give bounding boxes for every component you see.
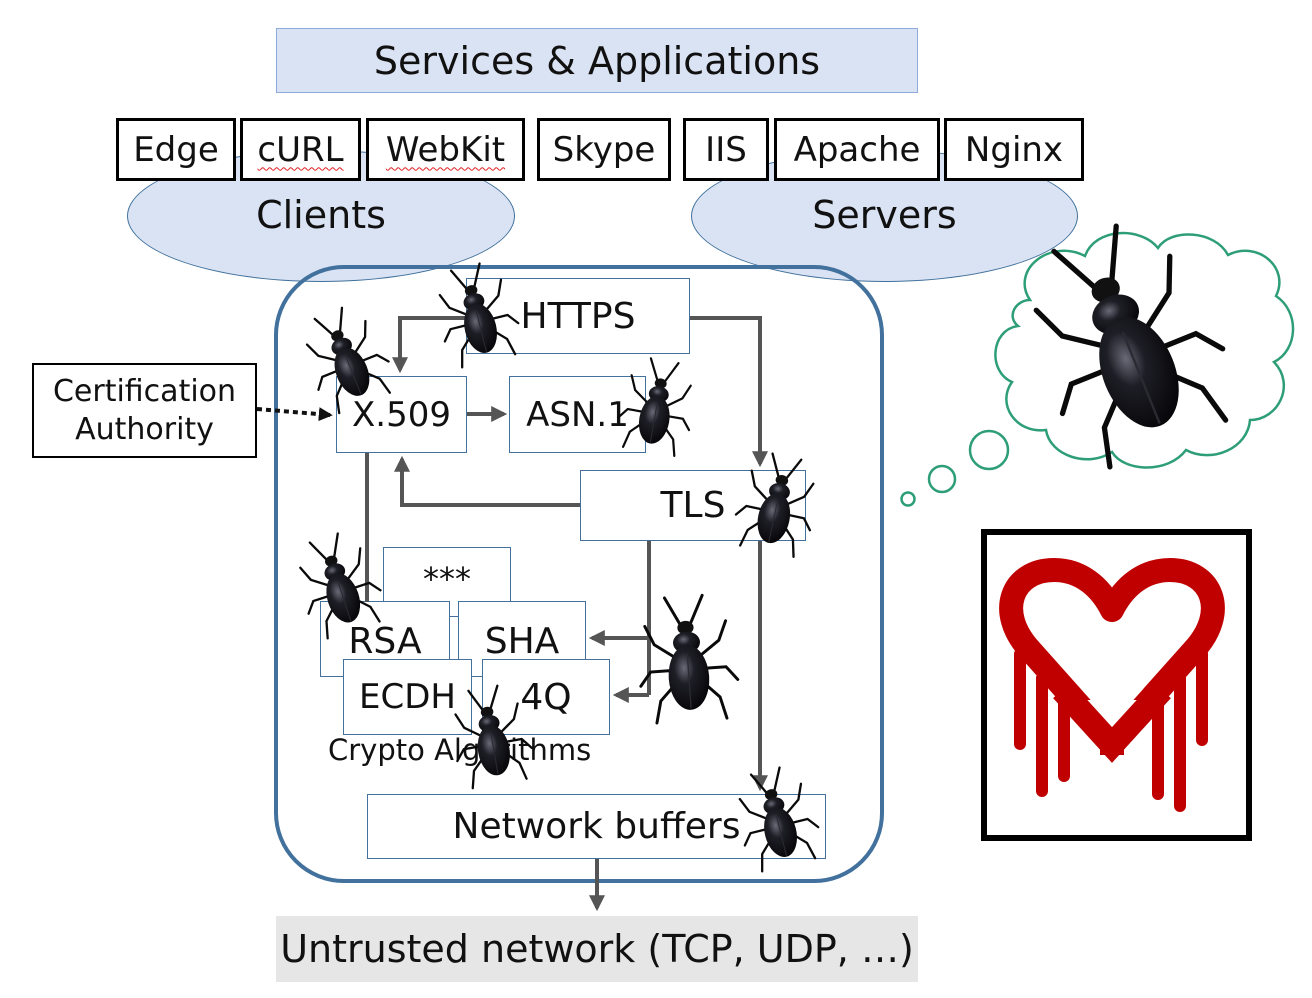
- thought-cloud: [900, 231, 1295, 507]
- app-curl: cURL: [240, 118, 361, 181]
- ecdh-box: ECDH: [343, 659, 472, 735]
- bug-icon: [286, 525, 391, 643]
- servers-label: Servers: [812, 193, 957, 237]
- app-iis: IIS: [683, 118, 769, 181]
- app-edge: Edge: [116, 118, 236, 181]
- crypto-algorithms-label: Crypto Algorithms: [328, 733, 592, 767]
- x509-box: X.509: [336, 376, 467, 453]
- bug-icon: [292, 298, 401, 419]
- heartbleed-logo: [981, 529, 1252, 841]
- ca-line1: Certification: [52, 374, 237, 409]
- banner-label: Services & Applications: [373, 38, 821, 83]
- arrow-tls-x509: [394, 455, 580, 507]
- bug-icon: [727, 760, 827, 876]
- https-box: HTTPS: [466, 278, 690, 354]
- bug-icon: [612, 353, 702, 459]
- certification-authority-box: Certification Authority: [32, 363, 257, 458]
- arrow-ca-x509: [256, 407, 333, 422]
- untrusted-network-bar: Untrusted network (TCP, UDP, …): [276, 916, 918, 982]
- flow-arrows: [365, 316, 768, 912]
- arrow-https-x509: [392, 316, 466, 374]
- app-webkit: WebKit: [366, 118, 525, 181]
- footer-label: Untrusted network (TCP, UDP, …): [280, 927, 914, 971]
- clients-label: Clients: [256, 193, 386, 237]
- bug-icon: [444, 680, 539, 792]
- app-apache: Apache: [774, 118, 940, 181]
- bug-icon: [728, 447, 826, 561]
- services-applications-banner: Services & Applications: [276, 28, 918, 93]
- arrow-https-tls: [690, 316, 768, 468]
- network-buffers-box: Network buffers: [367, 794, 826, 859]
- app-nginx: Nginx: [944, 118, 1084, 181]
- ca-line2: Authority: [75, 411, 214, 447]
- fourq-box: 4Q: [482, 659, 610, 735]
- app-skype: Skype: [537, 118, 671, 181]
- protocol-stack-container: [274, 265, 884, 883]
- bug-icon: [427, 256, 527, 372]
